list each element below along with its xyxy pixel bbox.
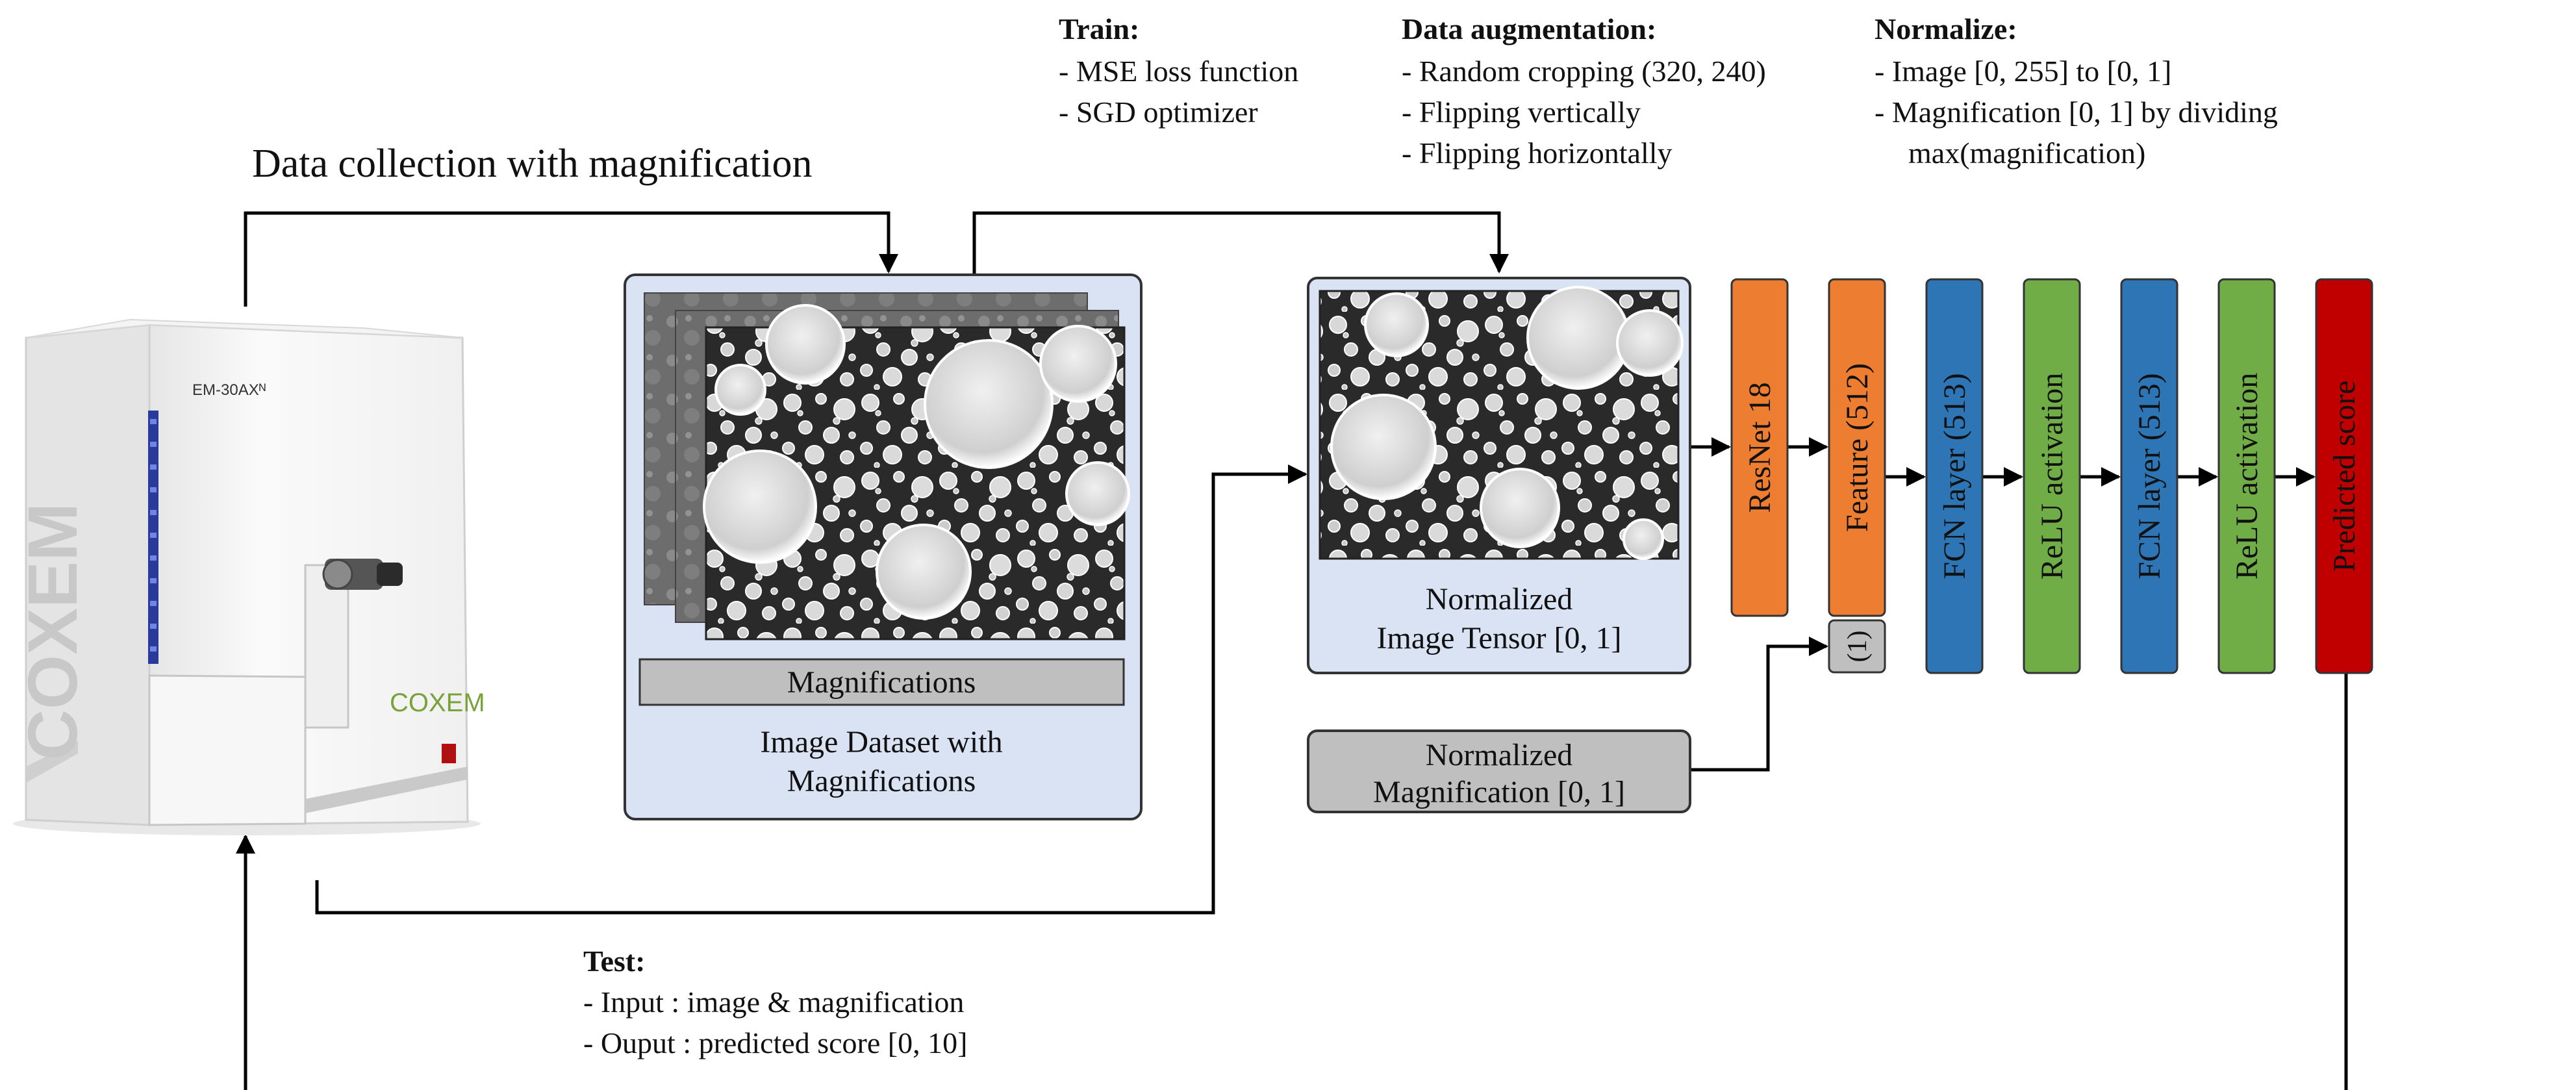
microscope-image: EM-30AXᴺ COXEM COXEM [13, 318, 485, 835]
microscope-side-brand: COXEM [13, 503, 92, 760]
block-fcn-1 [1925, 278, 1984, 674]
augmentation-item-3: - Flipping horizontally [1402, 136, 1673, 170]
augmentation-item-2: - Flipping vertically [1402, 95, 1641, 129]
block-resnet18-label: ResNet 18 [1743, 382, 1777, 513]
collection-title: Data collection with magnification [252, 142, 813, 186]
augmentation-heading: Data augmentation: [1402, 12, 1656, 45]
dataset-image-spheres [703, 304, 1130, 620]
block-relu-1-label: ReLU activation [2035, 373, 2069, 580]
image-dataset-panel: Magnifications Image Dataset with Magnif… [624, 273, 1143, 820]
normalize-item-1: - Image [0, 255] to [0, 1] [1875, 55, 2171, 88]
magnifications-bar-label: Magnifications [787, 665, 976, 700]
block-extra-feature-label: (1) [1843, 631, 1873, 663]
block-fcn-2-label: FCN layer (513) [2132, 373, 2167, 579]
microscope-model-label: EM-30AXᴺ [192, 381, 266, 399]
dataset-caption-line-1: Image Dataset with [760, 725, 1002, 759]
normalize-annotation: Normalize: - Image [0, 255] to [0, 1] - … [1875, 12, 2278, 170]
tensor-caption-line-1: Normalized [1426, 582, 1573, 616]
magnification-box-line-1: Normalized [1426, 738, 1573, 772]
block-predicted-score [2315, 278, 2373, 674]
image-tensor-panel: Normalized Image Tensor [0, 1] [1307, 277, 1691, 674]
normalize-item-2-continuation: max(magnification) [1908, 136, 2145, 170]
magnifications-bar [638, 658, 1125, 706]
block-predicted-score-label: Predicted score [2327, 381, 2362, 572]
train-item-2: - SGD optimizer [1059, 95, 1258, 129]
block-feature [1828, 278, 1886, 617]
block-fcn-1-label: FCN layer (513) [1938, 373, 1972, 579]
normalize-item-2: - Magnification [0, 1] by dividing [1875, 95, 2278, 129]
normalize-heading: Normalize: [1875, 12, 2017, 45]
train-heading: Train: [1059, 12, 1139, 45]
arrow-dataset-to-tensor [972, 211, 1509, 275]
test-annotation: Test: - Input : image & magnification - … [583, 944, 967, 1059]
magnification-box-line-2: Magnification [0, 1] [1373, 775, 1625, 809]
block-relu-1 [2023, 278, 2081, 674]
arrow-test-input [315, 464, 1307, 915]
magnification-box-background [1307, 729, 1691, 813]
normalized-magnification-box: Normalized Magnification [0, 1] [1307, 729, 1691, 813]
network-blocks: ResNet 18 Feature (512) (1) FCN layer (5… [1730, 278, 2373, 674]
tensor-image-spheres [1330, 286, 1684, 560]
test-item-2: - Ouput : predicted score [0, 10] [583, 1026, 967, 1059]
microscope-logo: COXEM [390, 689, 485, 717]
block-relu-2 [2217, 278, 2276, 674]
connectors [236, 211, 2348, 1090]
block-relu-2-label: ReLU activation [2230, 373, 2264, 580]
arrow-magnification-to-extra [1690, 637, 1828, 772]
block-resnet18 [1730, 278, 1789, 617]
augmentation-annotation: Data augmentation: - Random cropping (32… [1402, 12, 1766, 170]
train-annotation: Train: - MSE loss function - SGD optimiz… [1059, 12, 1298, 129]
arrow-collect-to-dataset [244, 211, 898, 307]
dataset-caption-line-2: Magnifications [787, 764, 976, 798]
augmentation-item-1: - Random cropping (320, 240) [1402, 55, 1766, 88]
block-feature-label: Feature (512) [1840, 363, 1875, 532]
train-item-1: - MSE loss function [1059, 55, 1298, 88]
arrow-score-feedback [236, 673, 2348, 1090]
test-heading: Test: [583, 944, 645, 978]
tensor-caption-line-2: Image Tensor [0, 1] [1377, 621, 1622, 655]
test-item-1: - Input : image & magnification [583, 985, 964, 1019]
block-fcn-2 [2120, 278, 2178, 674]
block-extra-feature [1828, 619, 1886, 674]
